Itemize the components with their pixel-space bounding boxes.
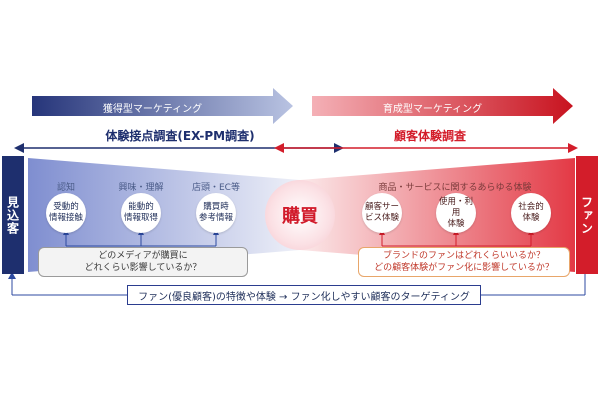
usage-experience-bubble: 使用・利用 体験 — [436, 193, 476, 233]
feedback-loop — [8, 272, 586, 296]
purchase-reference-bubble: 購買時 参考情報 — [196, 193, 236, 233]
passive-info-contact-text: 受動的 情報接触 — [48, 202, 83, 223]
acquisition-arrow — [32, 88, 293, 124]
fan-influence-question-box: ブランドのファンはどれくらいいるか？ どの顧客体験がファン化に影響しているか？ — [358, 247, 570, 277]
purchase-circle: 購買 — [265, 180, 335, 250]
media-influence-question-box: どのメディアが購買に どれくらい影響しているか？ — [38, 247, 248, 277]
usage-experience-text: 使用・利用 体験 — [438, 196, 473, 229]
purchase-reference-text: 購買時 参考情報 — [198, 202, 233, 223]
stage-store-ec: 店頭・EC等 — [192, 183, 240, 193]
left-funnel — [28, 158, 300, 272]
fan-influence-question: ブランドのファンはどれくらいいるか？ どの顧客体験がファン化に影響しているか？ — [374, 251, 554, 273]
customer-service-text: 顧客サー ビス体験 — [364, 202, 399, 223]
right-survey-range — [274, 143, 578, 153]
targeting-summary-text: ファン(優良顧客)の特徴や体験 → ファン化しやすい顧客のターゲティング — [138, 291, 470, 303]
passive-info-contact-bubble: 受動的 情報接触 — [46, 193, 86, 233]
stage-awareness: 認知 — [56, 183, 75, 193]
social-experience-bubble: 社会的 体験 — [511, 193, 551, 233]
active-info-acquisition-text: 能動的 情報取得 — [123, 202, 158, 223]
nurturing-arrow-label: 育成型マーケティング — [382, 104, 483, 115]
customer-service-bubble: 顧客サー ビス体験 — [362, 193, 402, 233]
prospect-box: 見込客 — [2, 156, 24, 274]
experience-touchpoint-survey-label: 体験接点調査(EX-PM調査) — [105, 129, 255, 143]
nurturing-arrow — [312, 88, 573, 124]
stage-interest: 興味・理解 — [118, 183, 164, 193]
social-experience-text: 社会的 体験 — [518, 202, 544, 223]
targeting-summary-box: ファン(優良顧客)の特徴や体験 → ファン化しやすい顧客のターゲティング — [127, 285, 481, 305]
fan-box: ファン — [576, 156, 598, 274]
all-experiences-label: 商品・サービスに関するあらゆる体験 — [378, 183, 532, 193]
active-info-acquisition-bubble: 能動的 情報取得 — [121, 193, 161, 233]
acquisition-arrow-label: 獲得型マーケティング — [102, 104, 203, 115]
media-influence-question: どのメディアが購買に どれくらい影響しているか？ — [84, 251, 202, 273]
purchase-label: 購買 — [282, 206, 318, 227]
customer-experience-survey-label: 顧客体験調査 — [393, 129, 466, 143]
left-connectors — [63, 229, 219, 247]
